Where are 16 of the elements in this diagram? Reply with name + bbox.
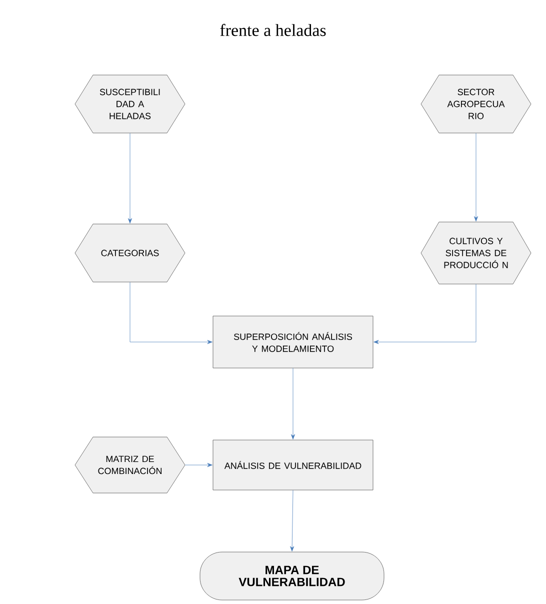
arrow — [130, 282, 212, 344]
arrow — [291, 368, 295, 440]
arrow — [374, 284, 476, 344]
arrow — [290, 490, 294, 552]
process-box: ANÁLISIS DE VULNERABILIDAD — [212, 440, 374, 490]
hexagon-box: CATEGORIAS — [74, 224, 186, 282]
arrow — [185, 463, 212, 467]
title: frente a heladas — [220, 24, 326, 36]
hexagon-box: CULTIVOS Y SISTEMAS DE PRODUCCIÓ N — [420, 222, 532, 284]
process-box: SUPERPOSICIÓN ANÁLISIS Y MODELAMIENTO — [212, 316, 374, 368]
arrow — [474, 133, 478, 222]
hexagon-box: MATRIZ DE COMBINACIÓN — [74, 436, 186, 494]
hexagon-box: SUSCEPTIBILI DAD A HELADAS — [74, 74, 186, 134]
terminal-box: MAPA DE VULNERABILIDAD — [200, 552, 384, 600]
hexagon-box: SECTOR AGROPECUA RIO — [420, 74, 532, 134]
arrow — [128, 133, 132, 224]
